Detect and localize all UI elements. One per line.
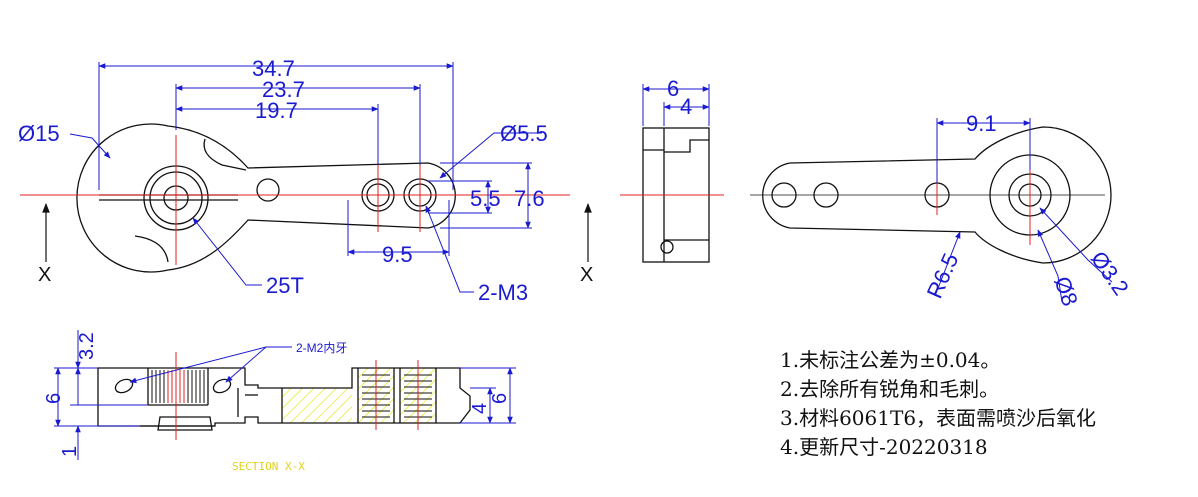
- dim-arm-height: 7.6: [514, 186, 545, 211]
- side-view: 6 4: [620, 76, 724, 263]
- top-view-dim-text: 34.7 23.7 19.7 Ø15 Ø5.5 5.5 7.6 9.5 25T …: [18, 56, 548, 305]
- section-view: 3.2 6 1 4 6 2-M2内牙 SECTION X-X: [43, 330, 516, 473]
- dim-overall: 34.7: [252, 56, 295, 81]
- dim-radius: R6.5: [922, 249, 964, 302]
- section-dim-height-left: 6: [43, 393, 65, 404]
- top-view-dimensions: [69, 62, 542, 293]
- note-4: 4.更新尺寸-20220318: [780, 435, 988, 459]
- section-mark-right: X: [580, 264, 593, 286]
- section-callout: 2-M2内牙: [296, 341, 347, 355]
- section-label: SECTION X-X: [232, 460, 305, 473]
- section-dim-top: 3.2: [76, 332, 98, 360]
- section-cut-marks: [42, 203, 592, 262]
- spline-threads: [151, 370, 205, 403]
- dim-diameter-small: Ø3.2: [1086, 247, 1134, 300]
- dim-to-first-hole: 19.7: [255, 98, 298, 123]
- right-view: 9.1 R6.5 Ø3.2 Ø8: [750, 111, 1134, 309]
- dim-hole-diameter: Ø5.5: [500, 121, 548, 146]
- dim-hole-spacing: 9.5: [382, 242, 413, 267]
- dim-hub-diameter: Ø15: [18, 121, 60, 146]
- dim-threads: 2-M3: [478, 280, 528, 305]
- top-view-centerlines: [20, 135, 570, 265]
- dim-lip: 4: [680, 94, 692, 119]
- section-cut-labels: X X: [38, 264, 593, 286]
- dim-thickness: 6: [667, 76, 679, 101]
- section-dim-arm: 4: [469, 403, 491, 414]
- note-1: 1.未标注公差为±0.04。: [780, 348, 1001, 372]
- top-view: 34.7 23.7 19.7 Ø15 Ø5.5 5.5 7.6 9.5 25T …: [18, 56, 593, 305]
- note-2: 2.去除所有锐角和毛刺。: [780, 377, 1000, 401]
- dim-to-second-hole: 23.7: [262, 77, 305, 102]
- section-mark-left: X: [38, 264, 51, 286]
- note-3: 3.材料6061T6，表面需喷沙后氧化: [780, 406, 1097, 430]
- dim-diameter-large: Ø8: [1049, 273, 1083, 309]
- technical-notes: 1.未标注公差为±0.04。 2.去除所有锐角和毛刺。 3.材料6061T6，表…: [780, 346, 1180, 462]
- section-dim-height-right: 6: [489, 393, 511, 404]
- dim-hole-height: 5.5: [470, 186, 501, 211]
- section-dim-bottom: 1: [59, 446, 81, 457]
- dim-offset: 9.1: [966, 111, 997, 136]
- dim-spline: 25T: [266, 273, 304, 298]
